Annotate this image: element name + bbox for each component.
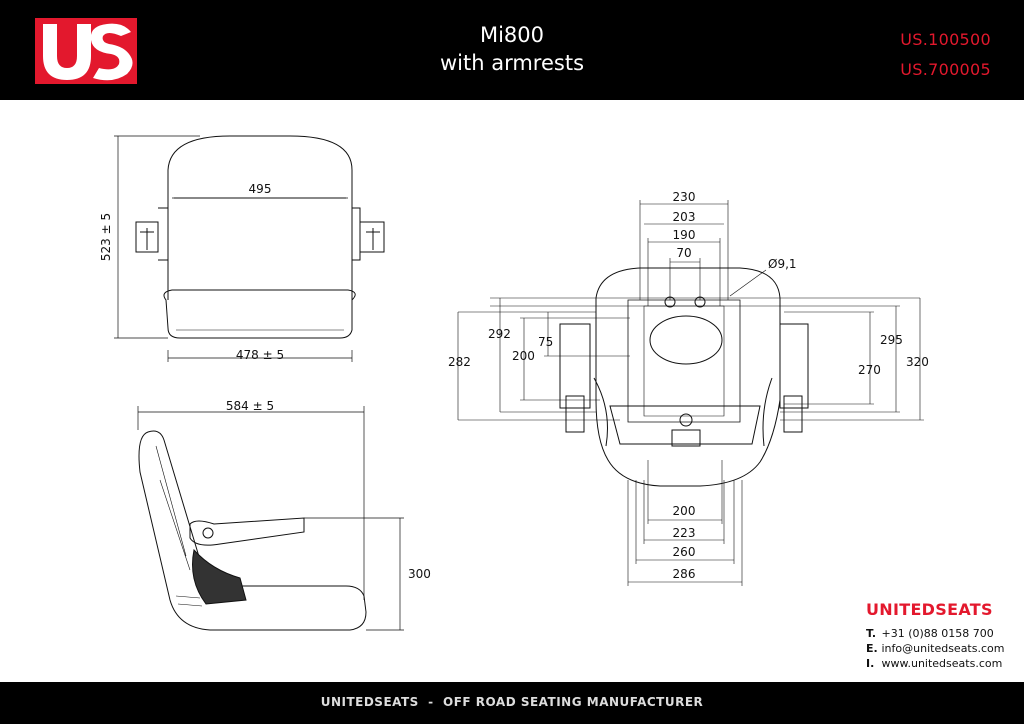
bottom-dim-223: 223 [673,526,696,540]
contact-web: I. www.unitedseats.com [866,657,1002,670]
side-view-seat [138,430,367,631]
front-seat-width-label: 478 ± 5 [236,348,284,362]
bottom-view-seat [559,267,809,487]
web-value: www.unitedseats.com [881,657,1003,670]
bottom-dim-203: 203 [673,210,696,224]
bottom-dim-286: 286 [673,567,696,581]
company-name: UNITEDSEATS [866,600,993,619]
phone-label: T. [866,627,877,640]
side-depth-label: 584 ± 5 [226,399,274,413]
bottom-dim-320: 320 [906,355,929,369]
side-view-dimensions [137,406,404,631]
footer-bar: UNITEDSEATS - OFF ROAD SEATING MANUFACTU… [0,682,1024,724]
bottom-dim-190: 190 [673,228,696,242]
technical-drawing: 523 ± 5 495 478 ± 5 584 ± 5 300 230 203 … [99,135,929,631]
bottom-dim-200: 200 [673,504,696,518]
phone-value: +31 (0)88 0158 700 [881,627,994,640]
bottom-dim-75: 75 [538,335,553,349]
bottom-dim-70: 70 [676,246,691,260]
contact-email: E. info@unitedseats.com [866,642,1004,655]
bottom-dim-260: 260 [673,545,696,559]
front-view-seat [135,135,385,339]
footer-tagline: UNITEDSEATS - OFF ROAD SEATING MANUFACTU… [320,695,704,709]
front-height-label: 523 ± 5 [99,213,113,261]
front-back-width-label: 495 [249,182,272,196]
product-subtitle: with armrests [439,51,585,75]
email-label: E. [866,642,878,655]
web-label: I. [866,657,875,670]
bottom-dim-270: 270 [858,363,881,377]
bottom-dim-282: 282 [448,355,471,369]
bottom-hole-label: Ø9,1 [768,257,797,271]
product-code-1: US.100500 [900,30,991,49]
bottom-dim-292: 292 [488,327,511,341]
bottom-dim-200-left: 200 [512,349,535,363]
bottom-dim-230: 230 [673,190,696,204]
product-title: Mi800 [479,23,545,47]
unitedseats-logo [35,18,137,84]
bottom-dim-295: 295 [880,333,903,347]
product-code-2: US.700005 [900,60,991,79]
front-view-dimensions [114,135,353,362]
contact-phone: T. +31 (0)88 0158 700 [866,627,994,640]
side-armrest-height-label: 300 [408,567,431,581]
email-value: info@unitedseats.com [881,642,1005,655]
header-bar: Mi800 with armrests US.100500 US.700005 [0,0,1024,100]
bottom-view-dimensions [457,200,924,586]
